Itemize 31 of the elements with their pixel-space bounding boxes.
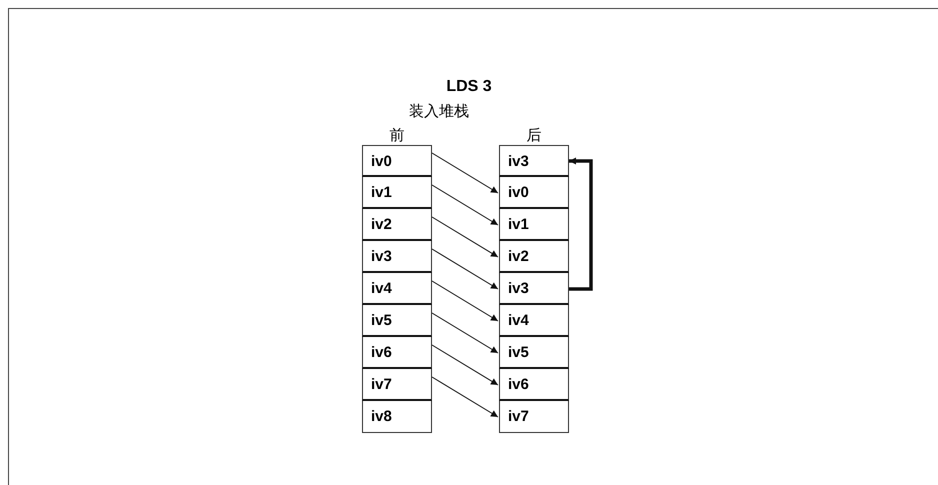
arrow — [432, 312, 498, 354]
stack-cell: iv4 — [499, 305, 569, 337]
column-heading: 前 — [388, 125, 406, 145]
stack-cell: iv2 — [362, 209, 432, 241]
stack-cell: iv0 — [362, 145, 432, 177]
stack-cell: iv3 — [362, 241, 432, 273]
arrow — [432, 248, 498, 290]
arrow — [432, 184, 498, 226]
arrow — [432, 280, 498, 322]
stack-cell: iv5 — [499, 337, 569, 369]
stack-cell: iv7 — [362, 369, 432, 401]
stack-cell: iv7 — [499, 401, 569, 433]
diagram-title: LDS 3 — [445, 78, 493, 96]
stack-cell: iv6 — [499, 369, 569, 401]
subtitle: 装入堆栈 — [408, 102, 470, 121]
column-heading: 后 — [526, 125, 542, 145]
stack-cell: iv4 — [362, 273, 432, 305]
arrow — [432, 376, 498, 418]
stack-cell: iv6 — [362, 337, 432, 369]
stack-cell: iv8 — [362, 401, 432, 433]
stack-cell: iv1 — [362, 177, 432, 209]
arrow — [432, 216, 498, 258]
stack-cell: iv5 — [362, 305, 432, 337]
stack-cell: iv1 — [499, 209, 569, 241]
stack-cell: iv3 — [499, 273, 569, 305]
stack-cell: iv3 — [499, 145, 569, 177]
arrow — [569, 158, 593, 291]
arrow — [432, 152, 498, 194]
stack-cell: iv0 — [499, 177, 569, 209]
stack-cell: iv2 — [499, 241, 569, 273]
arrow — [432, 344, 498, 386]
